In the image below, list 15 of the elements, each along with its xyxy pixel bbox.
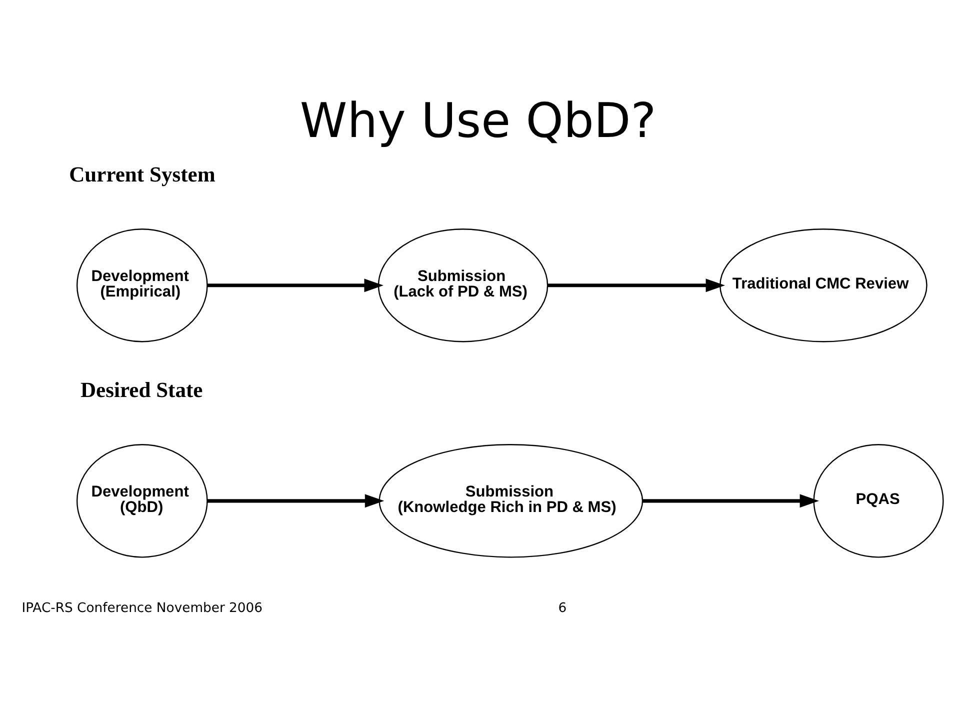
arrow [548, 278, 725, 292]
diagram-title: Why Use QbD? [300, 93, 656, 148]
node-ellipse: Submission (Knowledge Rich in PD & MS) [378, 444, 644, 558]
node-ellipse: Submission (Lack of PD & MS) [378, 228, 548, 342]
arrow [207, 278, 384, 292]
label: IPAC-RS Conference November 2006 [22, 600, 263, 616]
arrow [642, 494, 820, 508]
node-ellipse: PQAS [813, 444, 944, 558]
label: Current System [69, 162, 216, 186]
arrow [207, 494, 384, 508]
node-ellipse: Development (QbD) [76, 444, 208, 558]
label: Desired State [80, 378, 203, 402]
label: 6 [558, 600, 567, 616]
node-ellipse: Traditional CMC Review [720, 228, 928, 342]
node-ellipse: Development (Empirical) [76, 228, 208, 342]
